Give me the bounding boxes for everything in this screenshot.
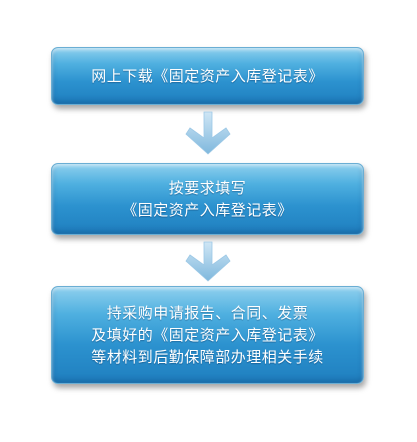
step-2-line-1: 按要求填写 bbox=[168, 179, 247, 197]
step-3-line-1: 持采购申请报告、合同、发票 bbox=[106, 304, 309, 322]
step-3-line-3: 等材料到后勤保障部办理相关手续 bbox=[91, 348, 324, 366]
step-1-line-1: 网上下载《固定资产入库登记表》 bbox=[91, 67, 324, 85]
flow-step-3: 持采购申请报告、合同、发票 及填好的《固定资产入库登记表》 等材料到后勤保障部办… bbox=[51, 286, 364, 384]
flow-step-2: 按要求填写 《固定资产入库登记表》 bbox=[51, 163, 364, 235]
step-3-line-2: 及填好的《固定资产入库登记表》 bbox=[91, 326, 324, 344]
step-2-line-2: 《固定资产入库登记表》 bbox=[122, 201, 293, 219]
chevron-down-arrow-icon bbox=[185, 111, 231, 155]
flow-step-1: 网上下载《固定资产入库登记表》 bbox=[51, 47, 364, 105]
chevron-down-arrow-icon bbox=[185, 241, 231, 282]
